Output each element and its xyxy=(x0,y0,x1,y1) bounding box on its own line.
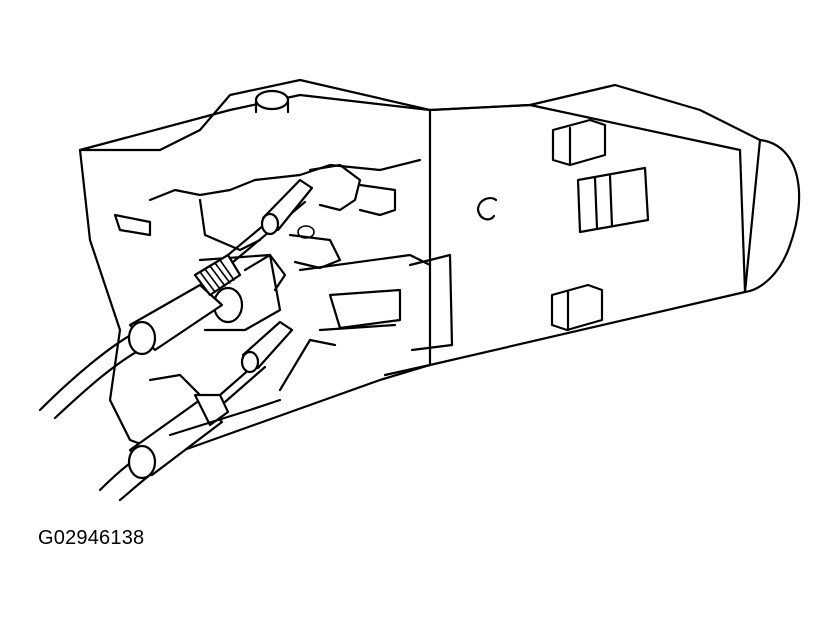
upper-cable xyxy=(38,178,314,420)
lower-housing-frame xyxy=(148,338,432,437)
handle-housing xyxy=(78,78,762,457)
figure-identifier: G02946138 xyxy=(38,527,145,549)
lower-cable xyxy=(98,320,294,502)
top-bolt xyxy=(254,89,290,114)
housing-tabs xyxy=(408,118,650,352)
